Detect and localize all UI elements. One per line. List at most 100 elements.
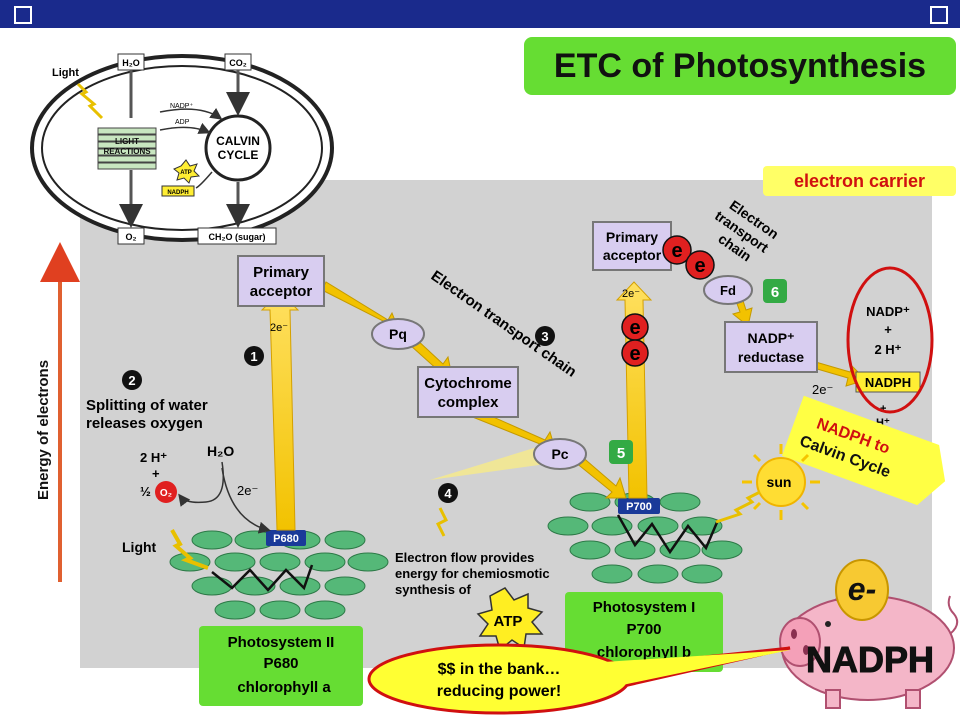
pig-nadph-label: NADPH [806,639,934,680]
fd-carrier: Fd [703,275,753,305]
two-e-label-2: 2e⁻ [622,288,640,300]
step-1-badge: 1 [244,346,264,366]
electron-flow-line1: Electron flow provides [395,550,534,565]
overview-sugar: CH₂O (sugar) [208,232,265,242]
sun-label: sun [767,474,792,490]
electron-coin [835,559,889,621]
electron-1: e [662,235,692,265]
small-bolt-icon [435,507,449,537]
cytochrome-label: Cytochrome [424,375,512,392]
calvin-cycle-label-2: CYCLE [218,148,259,162]
chloroplast-overview: LIGHT REACTIONS CALVIN CYCLE ATP NADPH N… [30,53,334,245]
energy-axis-label: Energy of electrons [35,360,52,500]
nadph-highlight-ellipse [846,266,934,414]
water-splitting-line2: releases oxygen [86,415,203,432]
primary-acceptor-label: Primary [253,264,310,281]
nadph-label: NADPH [865,375,911,390]
overview-h2o: H₂O [122,58,140,68]
nadp-plus-label: NADP⁺ [866,304,910,319]
nadp-reductase-label-2: reductase [738,349,804,365]
psii-excitation-path [211,564,314,592]
step-1-number: 1 [250,349,257,364]
pig-electron-label: e- [848,571,876,607]
electron-3-label: e [629,317,640,339]
nav-square-icon[interactable] [14,6,32,24]
sun-icon: sun [742,444,820,520]
primary-acceptor-2-label-2: acceptor [603,247,662,263]
overview-nadp: NADP⁺ [170,103,193,110]
nadph-piggy-bank: e- NADPH [779,559,959,709]
light-reactions-label: LIGHT [115,137,139,146]
primary-acceptor-label-2: acceptor [250,283,313,300]
electron-3: e [621,313,649,341]
cytochrome-complex: Cytochrome complex [417,366,519,418]
electron-flow-line2: energy for chemiosmotic [395,566,550,581]
o2-badge-label: O₂ [160,488,172,499]
electron-flow-line3: synthesis of [395,582,472,597]
h2o-label: H₂O [207,443,234,459]
step-6-badge: 6 [763,279,787,303]
overview-nadph: NADPH [167,190,188,196]
photosystem-ii-line2: P680 [263,655,298,672]
bank-callout: $$ in the bank… reducing power! [367,643,791,715]
bank-callout-line1: $$ in the bank… [438,661,561,678]
electron-carrier-label: electron carrier [763,166,956,196]
p700-badge [618,498,660,514]
photosystem-ii-line3: chlorophyll a [237,679,331,696]
electron-2-label: e [694,255,705,277]
fd-label: Fd [720,283,736,298]
nadp-plus-2h: 2 H⁺ [874,342,901,357]
two-e-label-4: 2e⁻ [812,382,833,397]
overview-light: Light [52,67,79,79]
two-h-plus: 2 H⁺ [140,450,167,465]
photosystem-ii-antenna [169,530,389,620]
primary-acceptor-2-label: Primary [606,229,658,245]
bank-callout-line2: reducing power! [437,683,561,700]
step-4-badge: 4 [438,483,458,503]
nav-square-icon[interactable] [930,6,948,24]
overview-co2: CO₂ [229,58,247,68]
step-6-number: 6 [771,284,779,301]
overview-atp: ATP [180,170,192,176]
electron-4: e [621,339,649,367]
step-3-badge: 3 [535,326,555,346]
p680-label: P680 [273,533,299,545]
pc-label: Pc [551,446,568,462]
pq-carrier: Pq [371,318,425,350]
h-plus-plus: + [880,403,886,415]
p680-badge [266,530,306,546]
step-5-number: 5 [617,445,625,462]
two-e-label-1: 2e⁻ [270,322,288,334]
two-e-label-3: 2e⁻ [237,483,258,498]
primary-acceptor-1: Primary acceptor [237,255,325,307]
overview-adp: ADP [175,119,190,126]
nadp-reductase-label: NADP⁺ [747,330,794,346]
top-bar [0,0,960,28]
pq-label: Pq [389,326,407,342]
step-3-number: 3 [541,329,548,344]
light-label: Light [122,539,157,555]
photosystem-i-line2: P700 [626,621,661,638]
step-5-badge: 5 [609,440,633,464]
electron-2: e [685,250,715,280]
step-2-badge: 2 [122,370,142,390]
cytochrome-label-2: complex [438,394,500,411]
electron-1-label: e [671,240,682,262]
psi-excitation-path [616,514,720,555]
photosystem-ii-line1: Photosystem II [228,634,335,651]
nadp-reductase: NADP⁺ reductase [724,321,818,373]
photosystem-i-line1: Photosystem I [593,599,696,616]
step-2-number: 2 [128,373,135,388]
nadp-plus-plus: + [884,322,892,337]
primary-acceptor-2: Primary acceptor [592,221,672,271]
half-sign: ½ [140,484,151,499]
page-title: ETC of Photosynthesis [524,37,956,95]
sun-bolt-icon [715,490,761,524]
light-reactions-label-2: REACTIONS [103,147,151,156]
plus-sign: + [152,466,160,481]
light-bolt-icon [170,529,209,570]
o2-badge [155,481,177,503]
electron-4-label: e [629,343,640,365]
